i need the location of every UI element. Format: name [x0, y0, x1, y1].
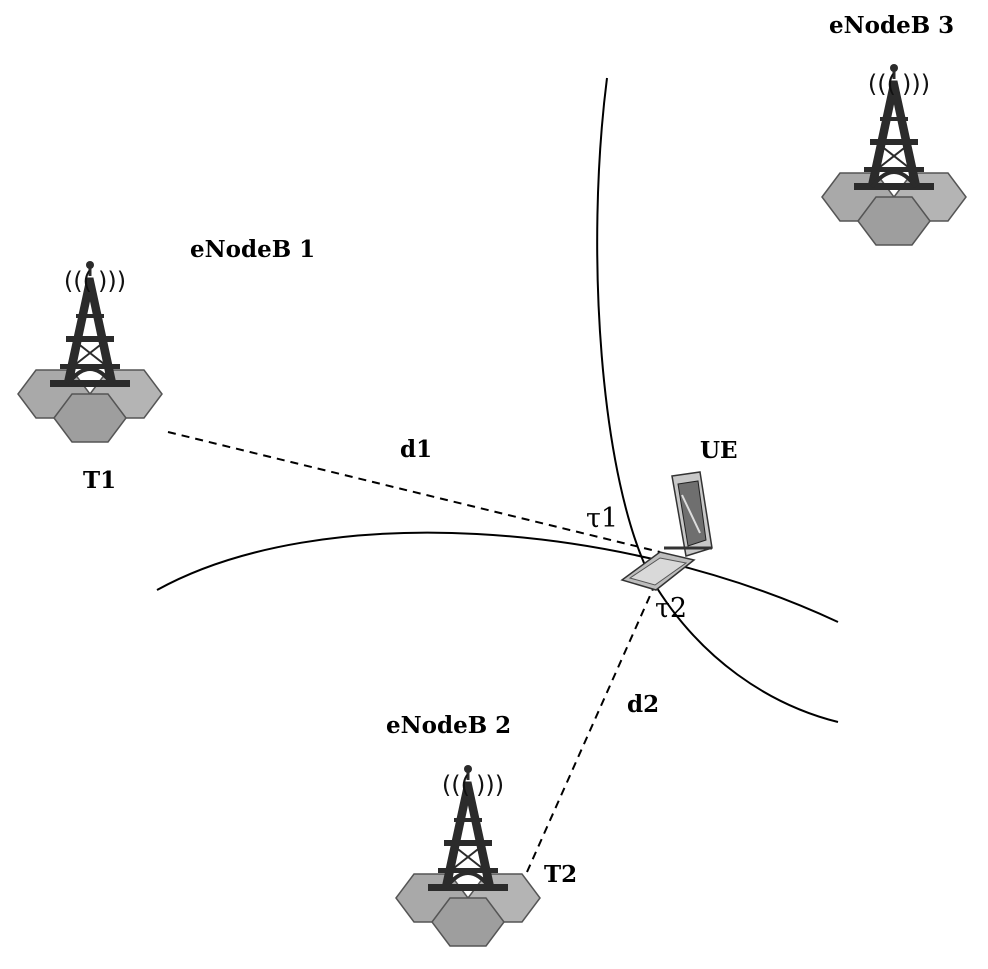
base-station-3-icon: ((( ))): [820, 62, 968, 247]
signal-waves-left-icon: (((: [868, 70, 896, 98]
d1-label: d1: [400, 436, 432, 463]
signal-waves-left-icon: (((: [442, 771, 470, 799]
distance-line-d1: [167, 431, 661, 553]
ue-phone-icon: [620, 471, 713, 591]
signal-waves-left-icon: (((: [64, 267, 92, 295]
distance-line-d2: [526, 579, 658, 873]
arc-enodeb-1: [156, 531, 839, 623]
signal-waves-right-icon: ))): [476, 771, 504, 799]
t1-label: T1: [83, 467, 116, 494]
enodeb-1-label: eNodeB 1: [190, 236, 315, 263]
enodeb-3-label: eNodeB 3: [829, 12, 954, 39]
arc-enodeb-3: [596, 77, 839, 723]
tau1-label: τ1: [586, 503, 618, 534]
d2-label: d2: [627, 691, 659, 718]
base-station-2-icon: ((( ))): [394, 763, 542, 948]
ue-label: UE: [700, 437, 738, 464]
enodeb-2-label: eNodeB 2: [386, 712, 511, 739]
signal-waves-right-icon: ))): [902, 70, 930, 98]
tau2-label: τ2: [655, 593, 687, 624]
t2-label: T2: [544, 861, 577, 888]
signal-waves-right-icon: ))): [98, 267, 126, 295]
base-station-1-icon: ((( ))): [16, 259, 164, 444]
